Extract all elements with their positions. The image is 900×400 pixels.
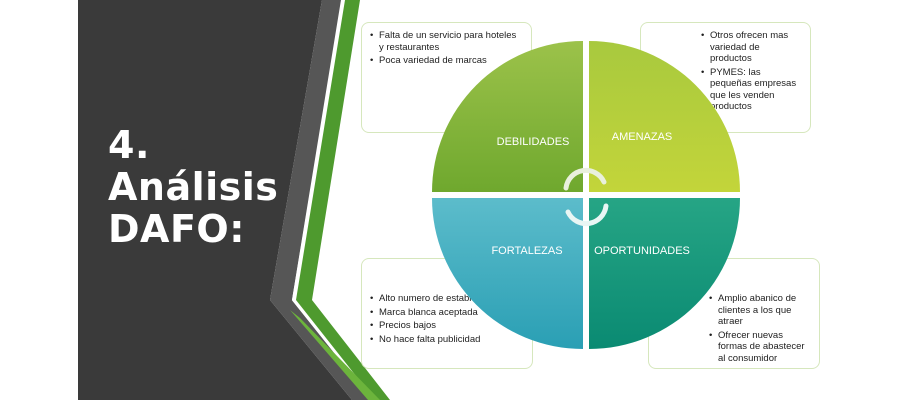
fortalezas-item: Precios bajos	[370, 320, 524, 332]
oportunidades-quadrant	[589, 198, 740, 349]
debilidades-label: DEBILIDADES	[496, 136, 570, 148]
fortalezas-quadrant	[432, 198, 583, 349]
amenazas-quadrant	[589, 41, 740, 192]
fortalezas-item: Marca blanca aceptada	[370, 307, 524, 319]
amenazas-label: AMENAZAS	[611, 131, 673, 143]
title-line-number: 4.	[108, 123, 150, 167]
debilidades-item: Poca variedad de marcas	[370, 55, 523, 67]
debilidades-item: Falta de un servicio para hoteles y rest…	[370, 30, 523, 53]
oportunidades-label: OPORTUNIDADES	[594, 245, 690, 257]
fortalezas-item: Alto numero de establecimientos	[370, 293, 524, 305]
oportunidades-item: Ofrecer nuevas formas de abastecer al co…	[709, 330, 811, 365]
fortalezas-label: FORTALEZAS	[491, 245, 563, 257]
title-line-analysis: Análisis	[108, 165, 279, 209]
amenazas-item: PYMES: las pequeñas empresas que les ven…	[701, 67, 802, 113]
debilidades-quadrant	[432, 41, 583, 192]
cycle-arrow-icon	[563, 167, 607, 191]
fortalezas-item: No hace falta publicidad	[370, 334, 524, 346]
amenazas-item: Otros ofrecen mas variedad de productos	[701, 30, 802, 65]
oportunidades-item: Amplio abanico de clientes a los que atr…	[709, 293, 811, 328]
slide-title: 4. Análisis DAFO:	[108, 124, 308, 250]
title-line-dafo: DAFO:	[108, 207, 245, 251]
